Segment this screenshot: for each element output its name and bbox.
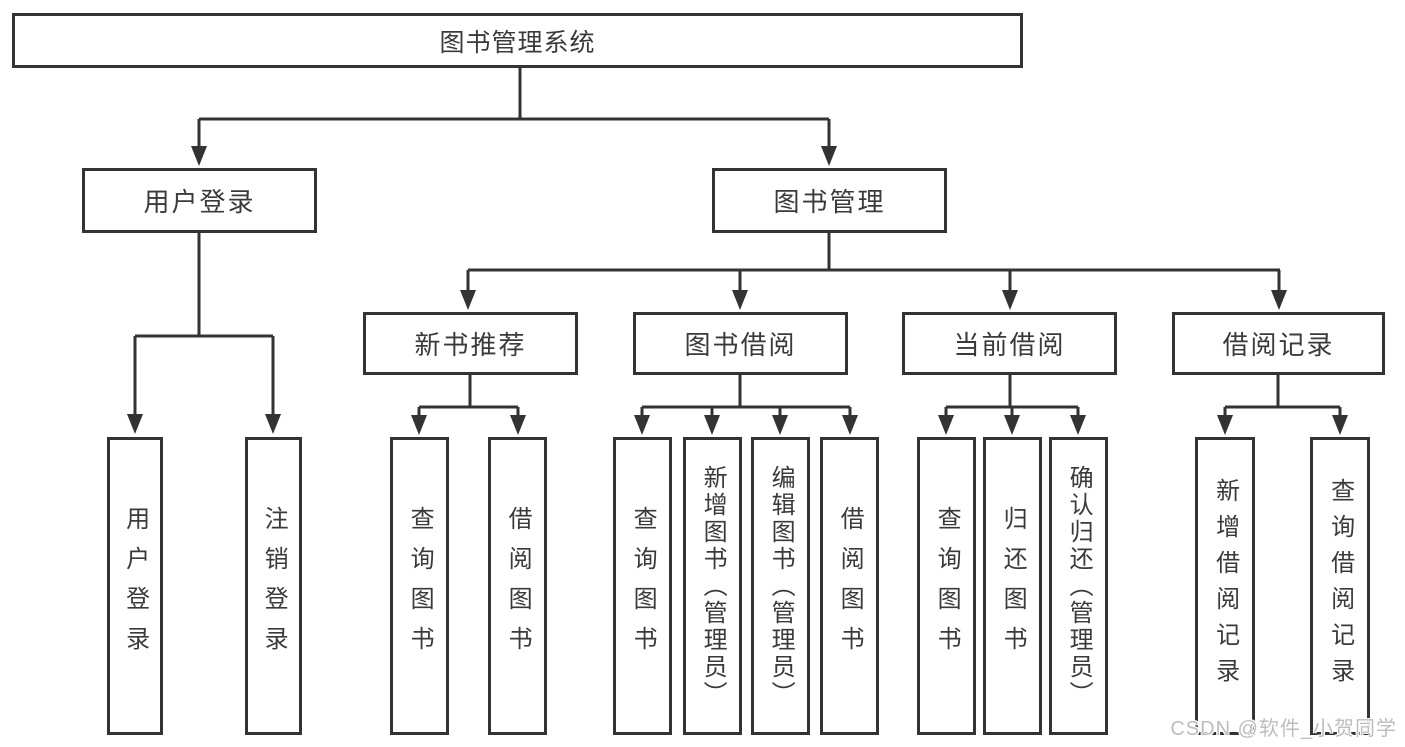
arrow-down-icon — [1070, 415, 1086, 435]
arrow-down-icon — [1004, 415, 1020, 435]
arrow-down-icon — [1002, 290, 1018, 310]
arrow-down-icon — [1217, 415, 1233, 435]
arrow-down-icon — [510, 415, 526, 435]
arrow-down-icon — [732, 290, 748, 310]
leaf-label: 查询图书 — [406, 506, 434, 666]
node-new-book-recommendation: 新书推荐 — [363, 312, 578, 375]
leaf-label: 注销登录 — [260, 506, 288, 666]
node-leaf-add-books-admin: 新增图书（管理员） — [683, 437, 742, 735]
node-leaf-edit-books-admin: 编辑图书（管理员） — [751, 437, 810, 735]
arrow-down-icon — [127, 414, 143, 434]
node-book-management-branch: 图书管理 — [712, 168, 947, 233]
arrow-down-icon — [411, 415, 427, 435]
node-leaf-user-login: 用户登录 — [107, 437, 163, 735]
arrow-down-icon — [265, 414, 281, 434]
node-user-login-branch: 用户登录 — [82, 168, 317, 233]
leaf-label: 查询图书 — [629, 506, 657, 666]
csdn-watermark: CSDN @软件_小贺同学 — [1170, 718, 1397, 740]
arrow-down-icon — [460, 290, 476, 310]
leaf-label: 借阅图书 — [836, 506, 864, 666]
node-leaf-query-books-borrowing: 查询图书 — [613, 437, 672, 735]
node-book-borrowing: 图书借阅 — [633, 312, 848, 375]
node-leaf-add-borrow-record: 新增借阅记录 — [1195, 437, 1255, 735]
leaf-label: 归还图书 — [999, 506, 1027, 666]
leaf-label: 编辑图书（管理员） — [767, 464, 795, 708]
node-leaf-query-books-current: 查询图书 — [917, 437, 976, 735]
arrow-down-icon — [842, 415, 858, 435]
node-current-borrowing: 当前借阅 — [902, 312, 1117, 375]
leaf-label: 用户登录 — [121, 506, 149, 666]
node-borrowing-records: 借阅记录 — [1172, 312, 1385, 375]
node-leaf-return-books: 归还图书 — [983, 437, 1042, 735]
arrow-down-icon — [191, 146, 207, 166]
leaf-label: 确认归还（管理员） — [1065, 464, 1093, 708]
node-leaf-confirm-return-admin: 确认归还（管理员） — [1049, 437, 1108, 735]
node-leaf-logout: 注销登录 — [245, 437, 302, 735]
node-leaf-query-borrow-record: 查询借阅记录 — [1310, 437, 1370, 735]
arrow-down-icon — [1271, 290, 1287, 310]
arrow-down-icon — [1332, 415, 1348, 435]
leaf-label: 新增借阅记录 — [1211, 478, 1239, 694]
leaf-label: 新增图书（管理员） — [699, 464, 727, 708]
node-library-management-system: 图书管理系统 — [12, 13, 1023, 68]
leaf-label: 查询借阅记录 — [1326, 478, 1354, 694]
node-leaf-borrow-books-borrowing: 借阅图书 — [820, 437, 879, 735]
arrow-down-icon — [634, 415, 650, 435]
arrow-down-icon — [772, 415, 788, 435]
node-leaf-query-books-recommend: 查询图书 — [390, 437, 449, 735]
leaf-label: 查询图书 — [933, 506, 961, 666]
leaf-label: 借阅图书 — [504, 506, 532, 666]
node-leaf-borrow-books-recommend: 借阅图书 — [488, 437, 547, 735]
arrow-down-icon — [821, 146, 837, 166]
arrow-down-icon — [704, 415, 720, 435]
arrow-down-icon — [938, 415, 954, 435]
